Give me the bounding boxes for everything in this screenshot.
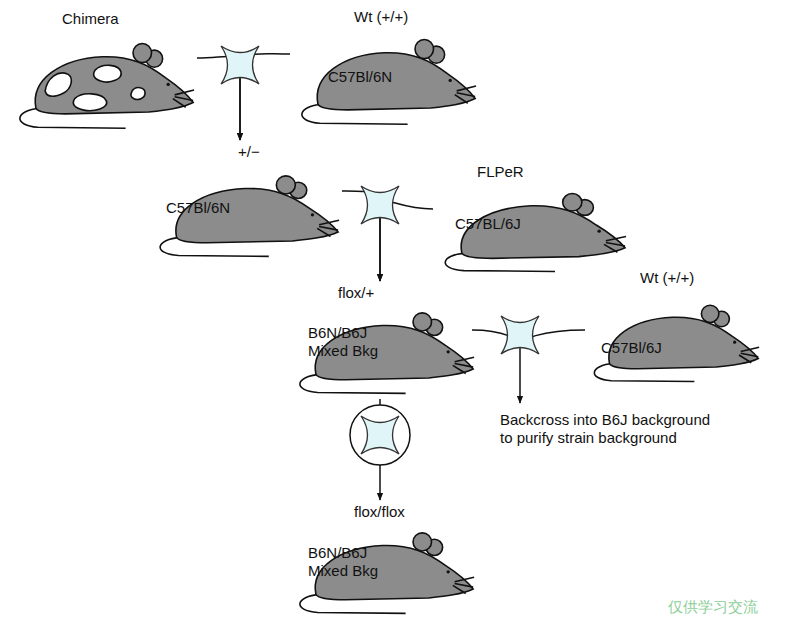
mouse-part (447, 570, 450, 573)
mouse-part (597, 230, 600, 233)
genotype-heading: Wt (+/+) (640, 269, 694, 287)
mouse-part (167, 83, 170, 86)
self-cross-circle (350, 405, 410, 465)
genotype-heading: flox/flox (354, 503, 405, 521)
strain-label: C57BL/6J (455, 215, 555, 233)
cross-symbol (361, 416, 399, 454)
mouse-part (455, 577, 474, 582)
backcross-note: Backcross into B6J background to purify … (500, 411, 726, 447)
mouse-part (173, 99, 186, 108)
mouse-part (741, 347, 759, 351)
strain-label: B6N/B6J Mixed Bkg (308, 544, 398, 580)
genotype-heading: +/− (238, 143, 260, 161)
mouse-part (94, 65, 122, 82)
mouse-part (175, 90, 194, 95)
genotype-heading: flox/+ (338, 284, 374, 302)
mouse-part (455, 584, 474, 588)
mouse-part (461, 206, 625, 259)
mouse-part (604, 244, 617, 252)
watermark: 仅供学习交流 (668, 598, 758, 616)
mouse-part (73, 94, 106, 111)
mouse-part (317, 53, 475, 110)
mouse-part (413, 313, 432, 331)
mouse-node: +/−C57Bl/6N (150, 165, 340, 260)
genotype-heading: Wt (+/+) (354, 8, 408, 26)
mouse-part (133, 43, 152, 62)
mouse-part (455, 95, 468, 104)
mouse-node: flox/floxB6N/B6J Mixed Bkg (290, 522, 475, 617)
mouse-part (455, 364, 474, 368)
mouse-part (453, 365, 466, 373)
cross-symbol (501, 316, 539, 354)
mouse-node: Wt (+/+)C57Bl/6J (585, 295, 760, 385)
strain-label: C57Bl/6J (601, 339, 701, 357)
mouse-part (457, 93, 476, 97)
mouse-part (455, 357, 474, 362)
mouse-part (131, 88, 145, 100)
mouse-part (317, 228, 330, 236)
genotype-heading: Chimera (62, 10, 119, 28)
mouse-part (739, 355, 751, 363)
genotype-heading: FLPeR (477, 163, 524, 181)
mouse-figure (10, 32, 195, 132)
mouse-part (319, 227, 338, 231)
mouse-part (175, 97, 194, 101)
mouse-node: Chimera (10, 32, 195, 132)
mouse-part (453, 585, 466, 593)
mouse-part (741, 353, 759, 356)
strain-label: C57Bl/6N (328, 68, 428, 86)
mouse-part (457, 86, 476, 91)
mouse-part (415, 39, 434, 58)
mouse-part (319, 220, 339, 225)
mouse-node: FLPeRC57BL/6J (435, 183, 627, 275)
mouse-part (35, 57, 193, 114)
mouse-part (606, 243, 625, 247)
strain-label: C57Bl/6N (166, 199, 266, 217)
mouse-part (449, 79, 452, 82)
mouse-part (413, 533, 432, 551)
mouse-part (447, 350, 450, 353)
mouse-part (606, 236, 626, 240)
cross-symbol (361, 186, 399, 224)
mouse-part (311, 213, 314, 216)
strain-label: B6N/B6J Mixed Bkg (308, 324, 398, 360)
mouse-part (701, 305, 719, 322)
cross-symbol (221, 46, 259, 84)
mouse-part (45, 73, 71, 96)
mouse-node: Wt (+/+)C57Bl/6N (292, 28, 477, 128)
mouse-part (733, 341, 736, 344)
mouse-node: flox/+B6N/B6J Mixed Bkg (290, 302, 475, 397)
mouse-part (276, 176, 295, 194)
mouse-part (563, 194, 582, 212)
